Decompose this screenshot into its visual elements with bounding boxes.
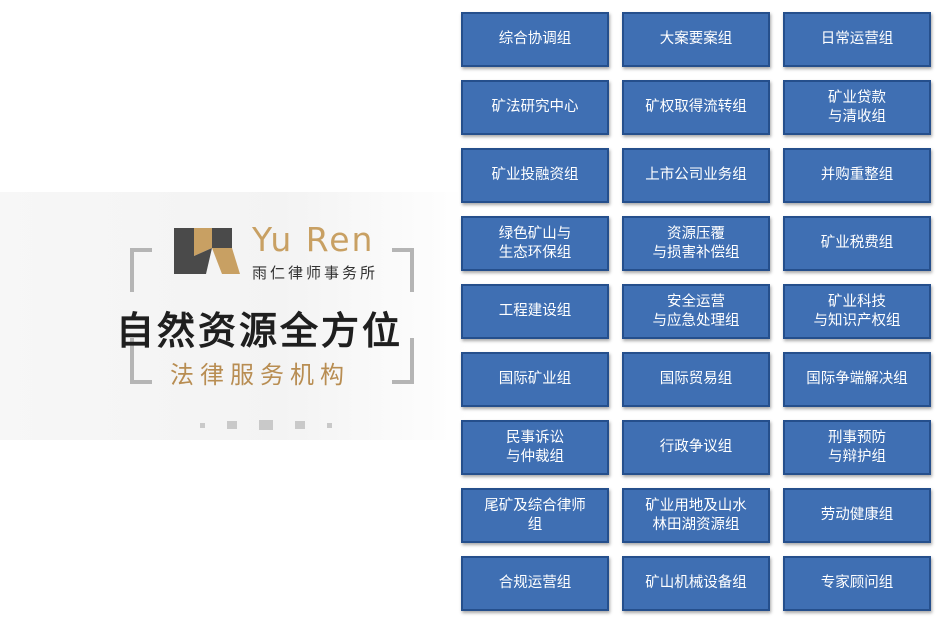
group-box: 刑事预防 与辩护组 [783, 420, 931, 475]
yuren-logo-mark-icon [174, 228, 240, 274]
group-box: 民事诉讼 与仲裁组 [461, 420, 609, 475]
group-box: 安全运营 与应急处理组 [622, 284, 770, 339]
practice-groups-grid: 综合协调组 大案要案组 日常运营组 矿法研究中心 矿权取得流转组 矿业贷款 与清… [461, 12, 931, 611]
group-box: 并购重整组 [783, 148, 931, 203]
group-box: 上市公司业务组 [622, 148, 770, 203]
group-box: 劳动健康组 [783, 488, 931, 543]
group-box: 矿山机械设备组 [622, 556, 770, 611]
group-box: 矿业投融资组 [461, 148, 609, 203]
group-box: 国际矿业组 [461, 352, 609, 407]
dot [295, 421, 305, 429]
dot [259, 420, 273, 430]
group-box: 矿权取得流转组 [622, 80, 770, 135]
group-box: 绿色矿山与 生态环保组 [461, 216, 609, 271]
group-box: 矿业税费组 [783, 216, 931, 271]
group-box: 尾矿及综合律师 组 [461, 488, 609, 543]
group-box: 矿业贷款 与清收组 [783, 80, 931, 135]
group-box: 矿法研究中心 [461, 80, 609, 135]
brand-name-cn: 雨仁律师事务所 [252, 264, 379, 282]
frame-corner-bottom-right [392, 338, 414, 384]
group-box: 矿业用地及山水 林田湖资源组 [622, 488, 770, 543]
group-box: 大案要案组 [622, 12, 770, 67]
brand-panel [0, 192, 470, 440]
group-box: 专家顾问组 [783, 556, 931, 611]
group-box: 国际贸易组 [622, 352, 770, 407]
frame-corner-bottom-left [130, 338, 152, 384]
brand-name: Yu Ren [252, 220, 375, 259]
decorative-dots [200, 420, 332, 430]
headline: 自然资源全方位 [116, 309, 404, 353]
subline: 法律服务机构 [170, 361, 350, 389]
group-box: 日常运营组 [783, 12, 931, 67]
group-box: 综合协调组 [461, 12, 609, 67]
group-box: 工程建设组 [461, 284, 609, 339]
group-box: 资源压覆 与损害补偿组 [622, 216, 770, 271]
group-box: 国际争端解决组 [783, 352, 931, 407]
frame-corner-top-left [130, 248, 152, 292]
dot [200, 422, 205, 428]
group-box: 合规运营组 [461, 556, 609, 611]
dot [227, 421, 237, 429]
group-box: 行政争议组 [622, 420, 770, 475]
group-box: 矿业科技 与知识产权组 [783, 284, 931, 339]
frame-corner-top-right [392, 248, 414, 292]
dot [327, 422, 332, 428]
